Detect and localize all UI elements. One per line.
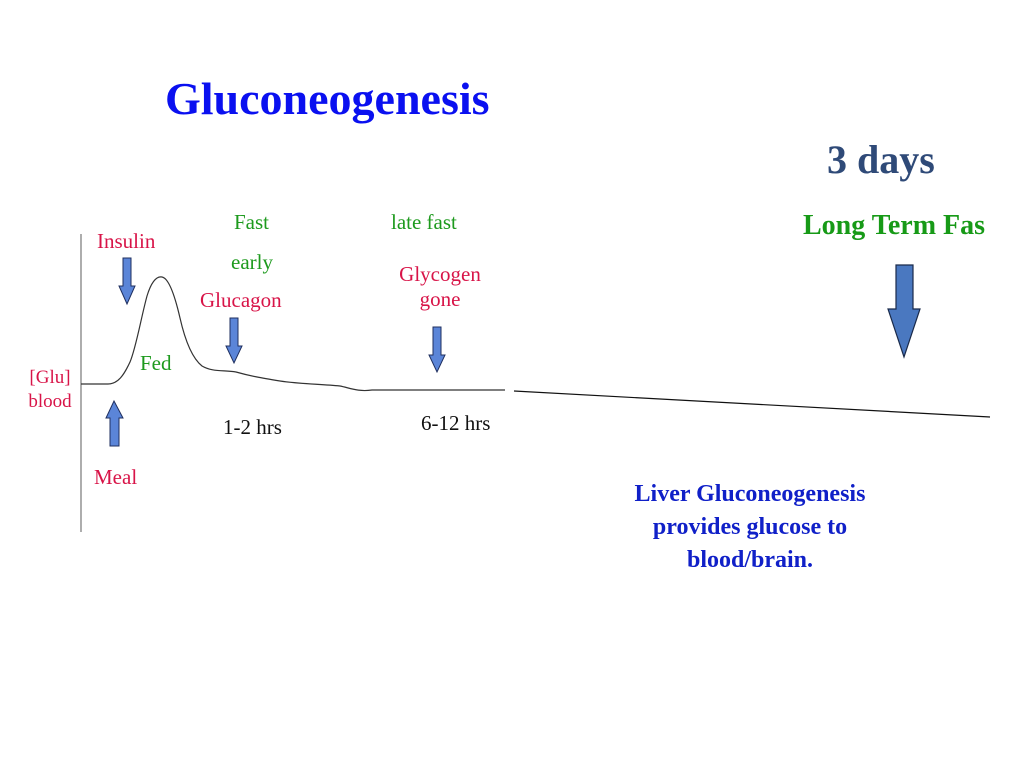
liver-gluconeogenesis-note: Liver Gluconeogenesis provides glucose t… xyxy=(634,481,866,573)
insulin-label: Insulin xyxy=(97,229,156,253)
blood-line: blood xyxy=(28,391,72,412)
glu-line: [Glu] xyxy=(29,367,71,388)
glucose-axis-label: [Glu] blood xyxy=(22,366,78,414)
down-arrow-icon xyxy=(118,257,136,306)
up-arrow-icon xyxy=(105,399,124,447)
time-short-label: 1-2 hrs xyxy=(223,415,282,439)
fed-label: Fed xyxy=(140,351,172,375)
down-arrow-icon xyxy=(428,326,446,374)
glycogen-line: Glycogen xyxy=(399,262,481,286)
glycogen-label: Glycogen gone xyxy=(380,262,500,312)
page-title: Gluconeogenesis xyxy=(165,73,490,124)
glucagon-label: Glucagon xyxy=(200,288,282,312)
long-term-fast-label: Long Term Fas xyxy=(803,210,986,241)
time-long-label: 6-12 hrs xyxy=(421,411,491,435)
large-down-arrow-icon xyxy=(887,264,921,359)
gone-line: gone xyxy=(419,287,461,311)
down-arrow-icon xyxy=(225,317,243,365)
late-fast-label: late fast xyxy=(391,210,457,234)
long-term-glucose-line xyxy=(513,390,991,418)
glucose-curve xyxy=(81,276,505,392)
fast-label: Fast xyxy=(234,210,270,234)
meal-label: Meal xyxy=(94,465,138,489)
early-label: early xyxy=(231,250,273,274)
duration-label: 3 days xyxy=(827,137,935,182)
